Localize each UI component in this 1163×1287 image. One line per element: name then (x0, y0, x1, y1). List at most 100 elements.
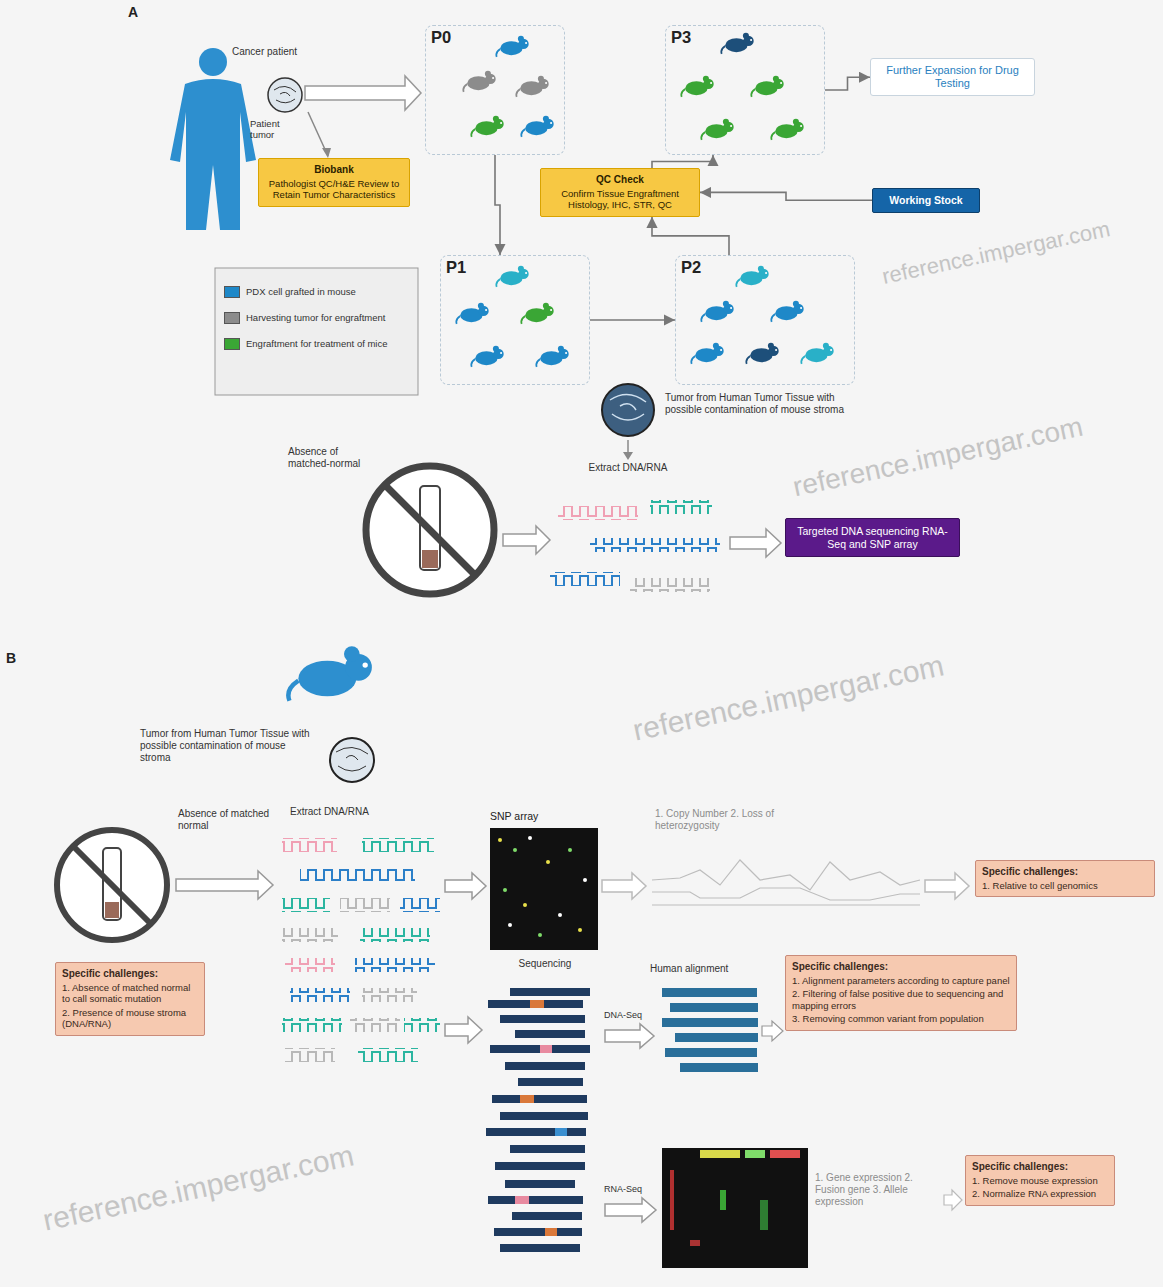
box-heading: Biobank (265, 164, 403, 176)
challenge-box: Specific challenges:1. Absence of matche… (55, 962, 205, 1036)
art-shape (720, 1190, 726, 1210)
art-shape (520, 1095, 534, 1103)
assay-box: Targeted DNA sequencing RNA-Seq and SNP … (785, 518, 960, 557)
hollow-arrow (602, 873, 646, 899)
snp-array-panel: SNP array (488, 810, 600, 952)
art-shape (285, 958, 335, 972)
box-heading: Further Expansion for Drug Testing (879, 64, 1026, 90)
mouse-icon (288, 646, 372, 701)
hollow-arrow (925, 873, 969, 899)
art-shape (523, 903, 527, 907)
text-label: A (128, 4, 148, 21)
art-shape (362, 988, 417, 1002)
hollow-arrow (445, 873, 486, 899)
hollow-arrow (605, 1024, 654, 1048)
art-shape (510, 988, 590, 996)
mouse-group (463, 36, 553, 137)
art-shape (57, 830, 167, 940)
text-label: Extract DNA/RNA (290, 806, 400, 818)
art-shape (555, 1128, 567, 1136)
copy-number-plot (652, 860, 920, 905)
art-shape (521, 303, 553, 324)
art-shape (771, 119, 803, 140)
watermark: reference.impergar.com (40, 1137, 357, 1238)
art-shape (496, 36, 528, 57)
art-shape (330, 738, 374, 782)
legend-swatch (224, 312, 240, 324)
connector-arrow (825, 77, 870, 90)
art-shape (422, 550, 438, 568)
art-shape (74, 847, 150, 923)
box-text: 1. Absence of matched normal to call som… (62, 982, 198, 1005)
box-text: Confirm Tissue Engraftment Histology, IH… (547, 188, 693, 211)
text-label: 1. Copy Number 2. Loss of heterozygosity (655, 808, 825, 832)
box-text: 1. Remove mouse expression (972, 1175, 1108, 1186)
art-shape (385, 485, 475, 575)
text-label: Extract DNA/RNA (578, 462, 678, 474)
art-shape (515, 1030, 585, 1038)
art-shape (282, 838, 337, 852)
art-shape (515, 1196, 529, 1204)
hollow-arrow (762, 1021, 783, 1041)
text-label: RNA-Seq (604, 1184, 656, 1195)
art-shape (652, 888, 920, 900)
legend-entry: Engraftment for treatment of mice (224, 338, 414, 350)
box-text: Pathologist QC/H&E Review to Retain Tumo… (265, 178, 403, 201)
art-shape (290, 988, 350, 1002)
art-shape (503, 888, 507, 892)
prohibition-symbol (366, 466, 494, 594)
connector-arrow (652, 155, 713, 168)
legend-text: Harvesting tumor for engraftment (246, 312, 385, 323)
art-shape (199, 48, 227, 76)
art-shape (602, 384, 654, 436)
text-label: Human alignment (650, 963, 770, 975)
box-heading: P0 (431, 28, 559, 48)
art-shape (508, 923, 512, 927)
legend-text: Engraftment for treatment of mice (246, 338, 388, 349)
art-shape (675, 1033, 758, 1042)
art-shape (518, 1078, 583, 1086)
art-shape (512, 1212, 582, 1220)
hollow-arrow (605, 1198, 656, 1222)
art-shape (630, 578, 710, 592)
art-shape (751, 76, 783, 97)
box-heading: P3 (671, 28, 819, 48)
aligned-reads (662, 988, 758, 1072)
connector-arrow (652, 217, 729, 255)
box-text: 2. Normalize RNA expression (972, 1188, 1108, 1199)
text-label: Cancer patient (232, 46, 322, 58)
art-shape (300, 868, 415, 882)
art-shape (494, 1228, 582, 1236)
hollow-arrow (944, 1190, 962, 1210)
art-shape (546, 860, 550, 864)
art-shape (650, 500, 712, 514)
legend-swatch (224, 338, 240, 350)
passage-group: P3 (665, 25, 825, 155)
box-text: 3. Removing common variant from populati… (792, 1013, 1010, 1024)
passage-group: P2 (675, 255, 855, 385)
hollow-arrow (503, 526, 550, 554)
art-shape (105, 902, 119, 918)
art-shape (545, 1228, 557, 1236)
art-shape (652, 860, 920, 890)
stock-box: Working Stock (872, 188, 980, 213)
text-label: Tumor from Human Tumor Tissue with possi… (140, 728, 315, 764)
art-shape (590, 538, 720, 552)
passage-group: P0 (425, 25, 565, 155)
art-shape (268, 78, 302, 112)
art-shape (736, 266, 768, 287)
art-shape (701, 119, 733, 140)
art-shape (355, 958, 435, 972)
box-text: 1. Relative to cell genomics (982, 880, 1148, 891)
art-shape (505, 1062, 585, 1070)
art-shape (362, 838, 434, 852)
art-shape (456, 303, 488, 324)
art-shape (540, 1045, 552, 1053)
art-shape (495, 1162, 585, 1170)
mouse-group (681, 33, 803, 140)
art-shape (513, 848, 517, 852)
legend-entry: PDX cell grafted in mouse (224, 286, 414, 298)
legend: PDX cell grafted in mouseHarvesting tumo… (224, 286, 414, 364)
art-shape (500, 1112, 588, 1120)
art-shape (496, 266, 528, 287)
